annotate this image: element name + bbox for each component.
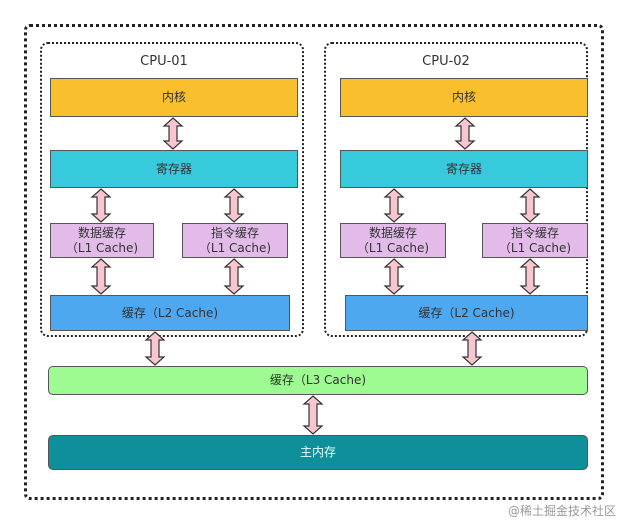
system-frame bbox=[24, 24, 604, 500]
cpu-02-instruction-cache-label: 指令缓存 bbox=[510, 225, 559, 240]
watermark: @稀土掘金技术社区 bbox=[507, 504, 616, 518]
cpu-01-data-cache-level: （L1 Cache) bbox=[65, 240, 139, 255]
arrow-cpu02-core-register bbox=[454, 117, 476, 150]
main-memory: 主内存 bbox=[48, 435, 588, 470]
arrow-cpu01-register-instruction-cache bbox=[223, 188, 245, 223]
l3-cache: 缓存（L3 Cache) bbox=[48, 366, 588, 395]
cpu-01-data-cache: 数据缓存 （L1 Cache) bbox=[50, 223, 154, 258]
arrow-cpu01-l2-l3 bbox=[144, 331, 166, 366]
cpu-01-register: 寄存器 bbox=[50, 150, 298, 188]
arrow-cpu01-core-register bbox=[162, 117, 184, 150]
arrow-cpu02-l2-l3 bbox=[461, 331, 483, 366]
cpu-01-frame bbox=[40, 42, 304, 337]
cpu-01-instruction-cache-label: 指令缓存 bbox=[210, 225, 259, 240]
cpu-02-title: CPU-02 bbox=[422, 54, 470, 69]
cpu-01-instruction-cache: 指令缓存 （L1 Cache) bbox=[182, 223, 288, 258]
arrow-cpu01-data-cache-l2 bbox=[90, 258, 112, 295]
cpu-02-instruction-cache-level: （L1 Cache) bbox=[498, 240, 572, 255]
cpu-01-instruction-cache-level: （L1 Cache) bbox=[198, 240, 272, 255]
arrow-l3-main-memory bbox=[302, 395, 324, 435]
cpu-01-l2-cache: 缓存（L2 Cache) bbox=[50, 295, 290, 331]
arrow-cpu02-data-cache-l2 bbox=[383, 258, 405, 295]
cpu-02-data-cache-label: 数据缓存 bbox=[368, 225, 417, 240]
cpu-02-instruction-cache: 指令缓存 （L1 Cache) bbox=[482, 223, 588, 258]
cpu-01-title: CPU-01 bbox=[140, 54, 188, 69]
cpu-02-core: 内核 bbox=[340, 78, 588, 117]
arrow-cpu02-instruction-cache-l2 bbox=[519, 258, 541, 295]
cpu-02-data-cache: 数据缓存 （L1 Cache) bbox=[340, 223, 446, 258]
arrow-cpu01-instruction-cache-l2 bbox=[223, 258, 245, 295]
cpu-02-l2-cache: 缓存（L2 Cache) bbox=[345, 295, 588, 331]
arrow-cpu01-register-data-cache bbox=[90, 188, 112, 223]
arrow-cpu02-register-instruction-cache bbox=[519, 188, 541, 223]
cpu-01-core: 内核 bbox=[50, 78, 298, 117]
arrow-cpu02-register-data-cache bbox=[383, 188, 405, 223]
cpu-01-data-cache-label: 数据缓存 bbox=[77, 225, 126, 240]
cpu-02-register: 寄存器 bbox=[340, 150, 588, 188]
cpu-02-frame bbox=[324, 42, 588, 337]
cpu-02-data-cache-level: （L1 Cache) bbox=[356, 240, 430, 255]
arrow-layer bbox=[90, 117, 541, 435]
